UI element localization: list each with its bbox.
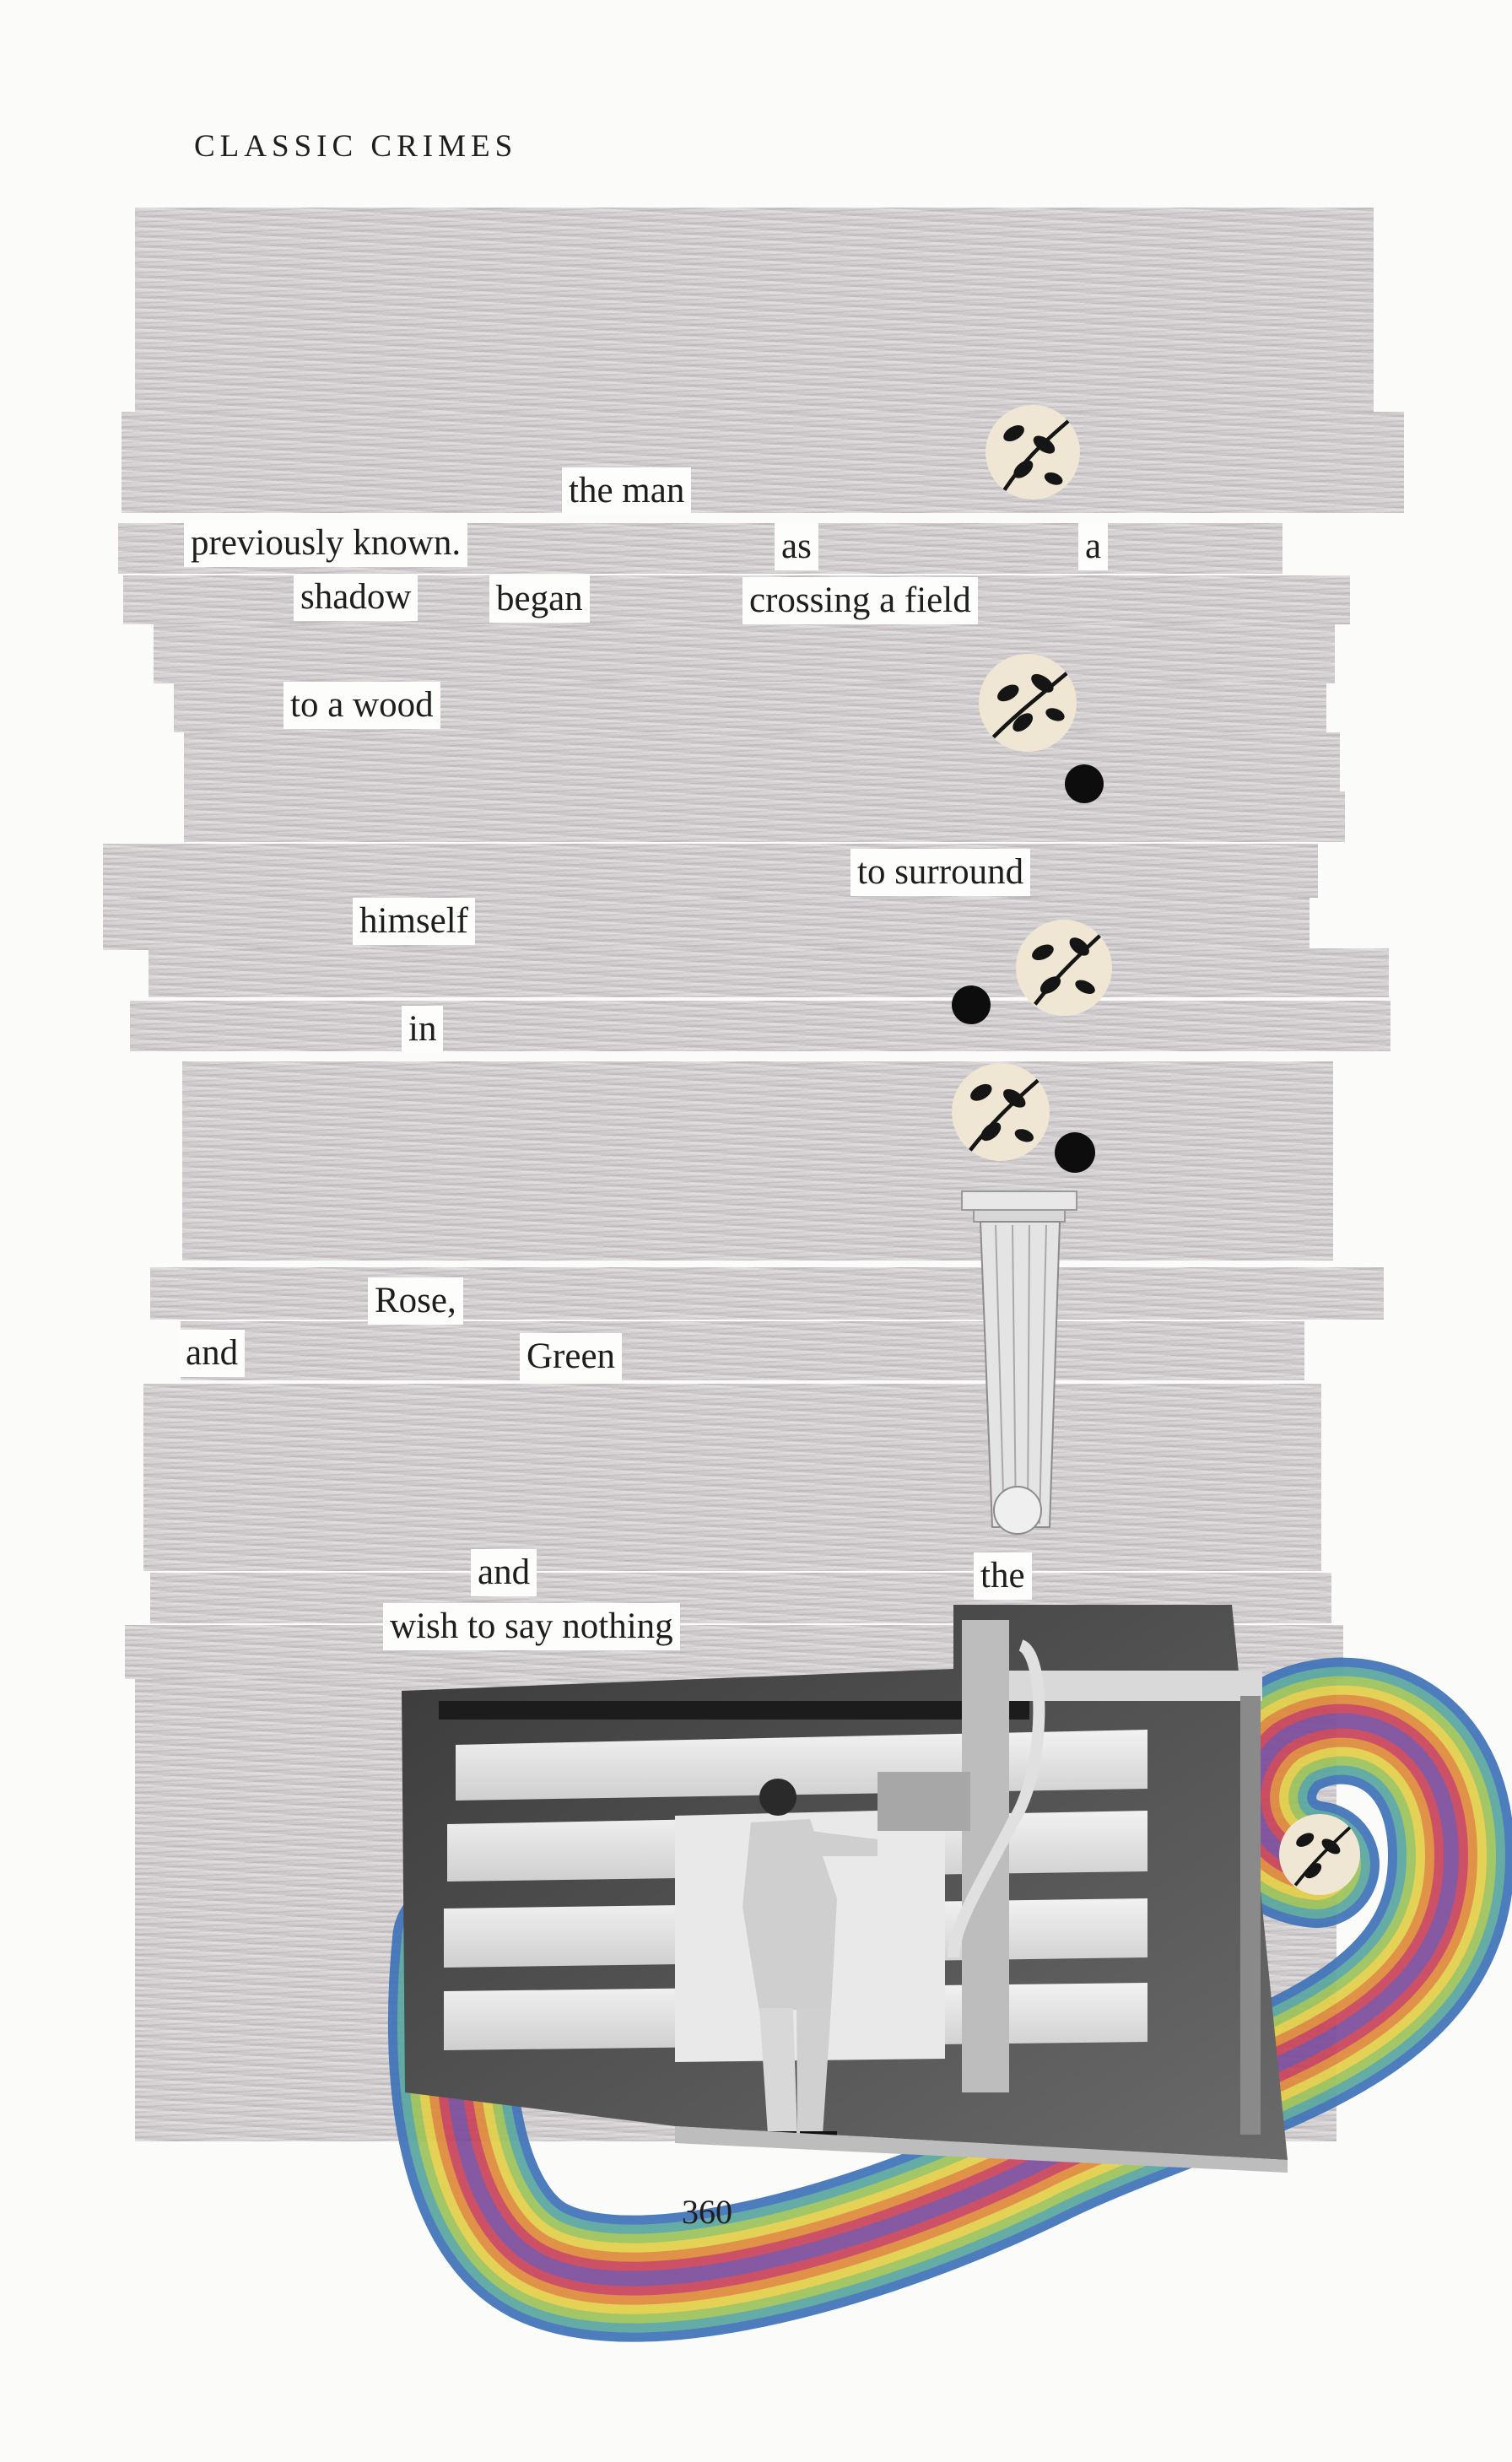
poem-word: in: [402, 1006, 444, 1053]
patterned-circle: [986, 405, 1080, 499]
redaction-block: [103, 898, 1310, 950]
poem-word: himself: [353, 898, 475, 945]
poem-word: a: [1078, 523, 1109, 570]
redaction-block: [182, 1061, 1333, 1261]
poem-word: and: [471, 1549, 537, 1596]
ink-dot: [1065, 764, 1104, 803]
redaction-block: [122, 412, 1404, 513]
redaction-block: [154, 624, 1335, 683]
man-figure: [742, 1779, 878, 2141]
redaction-block: [150, 1267, 1384, 1320]
poem-word: wish to say nothing: [383, 1603, 680, 1650]
leaf-pattern-icon: [991, 670, 1071, 739]
leaf-pattern-icon: [1293, 1825, 1352, 1887]
redaction-block: [184, 791, 1345, 842]
poem-word: began: [489, 575, 590, 623]
redaction-block: [143, 1384, 1321, 1571]
poem-word: and: [179, 1330, 246, 1377]
poem-word: to a wood: [284, 682, 440, 729]
ink-dot: [1055, 1132, 1095, 1173]
redaction-block: [135, 208, 1374, 412]
redaction-block: [184, 732, 1340, 791]
poem-word: as: [775, 523, 818, 570]
poem-word: the: [974, 1552, 1032, 1600]
page-number: 360: [682, 2193, 732, 2231]
redaction-block: [150, 1573, 1331, 1623]
poem-word: Rose,: [368, 1277, 463, 1325]
running-header: CLASSIC CRIMES: [194, 129, 518, 164]
ink-dot: [952, 985, 991, 1024]
poem-word: to surround: [850, 849, 1031, 896]
patterned-circle: [1279, 1814, 1360, 1895]
leaf-pattern-icon: [968, 1077, 1041, 1153]
poem-word: previously known.: [184, 520, 468, 567]
leaf-pattern-icon: [1032, 933, 1102, 1006]
patterned-circle: [952, 1063, 1050, 1161]
poem-word: the man: [562, 467, 692, 515]
patterned-circle: [979, 654, 1077, 752]
leaf-pattern-icon: [1002, 418, 1072, 492]
redaction-block: [148, 948, 1389, 997]
poem-word: Green: [520, 1333, 623, 1380]
poem-word: shadow: [294, 574, 418, 621]
redaction-block: [130, 1001, 1390, 1051]
patterned-circle: [1016, 920, 1112, 1016]
redaction-block: [103, 844, 1318, 898]
redaction-block: [181, 1321, 1304, 1380]
poem-word: crossing a field: [742, 577, 978, 624]
